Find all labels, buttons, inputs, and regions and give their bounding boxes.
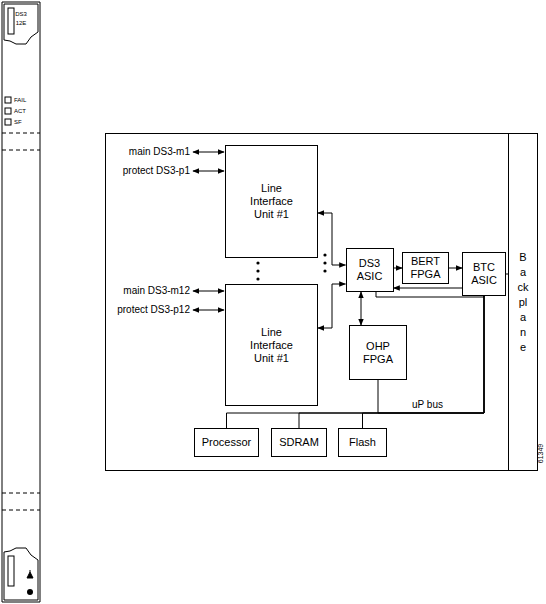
led (5, 119, 11, 125)
figure-number: 61349 (537, 443, 546, 462)
connector (394, 268, 403, 269)
signal-name: protect DS3-p12 (117, 304, 190, 316)
bus-name: uP bus (412, 399, 443, 411)
dashed-line (2, 510, 40, 511)
signal-name: protect DS3-p1 (123, 165, 190, 177)
dashed-line (2, 493, 40, 494)
top-ejector (4, 4, 38, 44)
line-interface-unit: Line Interface Unit #1 (225, 145, 318, 258)
connector (449, 268, 462, 269)
signal-arrow (193, 310, 224, 311)
asic-box: BTC ASIC (462, 252, 506, 296)
node-label: BTC ASIC (466, 261, 502, 287)
signal-arrow (193, 171, 224, 172)
node-label: OHP FPGA (358, 340, 398, 366)
led-label: ACT (14, 107, 26, 115)
node-label: Backplane (518, 250, 529, 355)
led (5, 108, 11, 114)
component-box: Processor (194, 428, 259, 457)
node-label: Processor (202, 436, 252, 449)
node-label: SDRAM (279, 436, 319, 449)
backplane-band: Backplane (508, 133, 538, 471)
component-box: SDRAM (271, 428, 327, 457)
led-label: SF (14, 118, 22, 126)
signal-arrow (193, 152, 224, 153)
led-label: FAIL (14, 96, 26, 104)
asic-box: DS3 ASIC (346, 248, 394, 292)
card-name: 12E (16, 19, 27, 27)
fpga-box: OHP FPGA (349, 325, 407, 380)
node-label: DS3 ASIC (350, 257, 390, 283)
ground-symbol (27, 570, 33, 578)
connector (318, 284, 346, 328)
bottom-ejector (4, 548, 38, 600)
screw (27, 589, 33, 595)
connector (299, 296, 484, 428)
node-label: BERT FPGA (406, 255, 446, 281)
node-label: Flash (349, 436, 376, 449)
line-interface-unit: Line Interface Unit #1 (225, 284, 318, 406)
component-box: Flash (338, 428, 387, 457)
node-label: Line Interface Unit #1 (240, 182, 304, 221)
dashed-line (2, 133, 40, 134)
card-frame (106, 134, 538, 471)
fpga-box: BERT FPGA (402, 252, 449, 284)
signal-name: main DS3-m12 (123, 285, 190, 297)
signal-arrow (193, 291, 224, 292)
ejector-slot (8, 556, 14, 586)
faceplate (2, 2, 40, 602)
card-name: DS3 (15, 10, 27, 18)
dashed-line (2, 150, 40, 151)
connector (361, 292, 362, 325)
ejector-slot (8, 8, 14, 34)
node-label: Line Interface Unit #1 (240, 326, 304, 365)
connector (318, 213, 346, 265)
signal-name: main DS3-m1 (129, 146, 190, 158)
connector (394, 288, 463, 289)
led (5, 97, 11, 103)
